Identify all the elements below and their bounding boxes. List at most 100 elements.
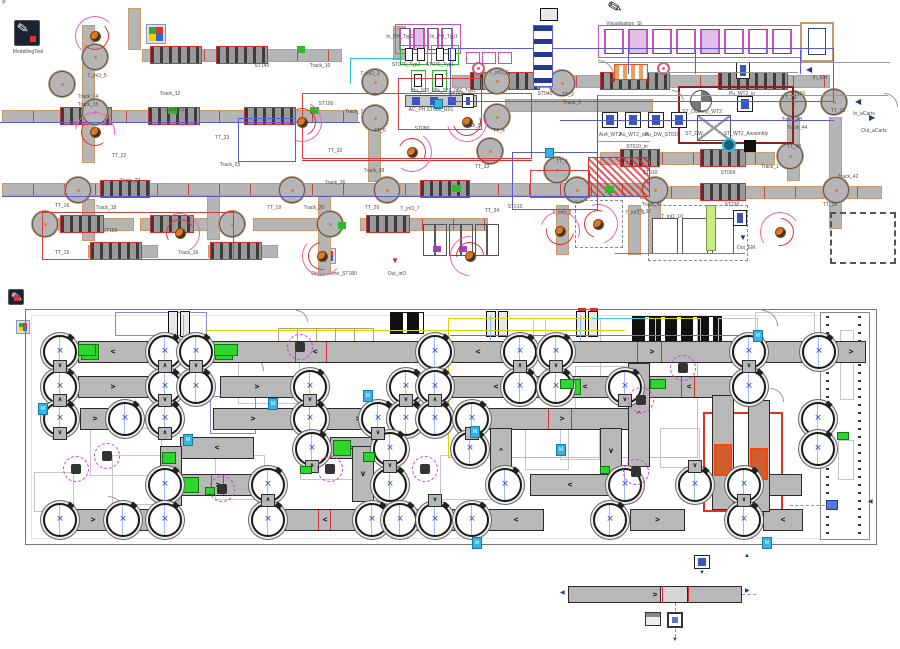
turntable[interactable] — [488, 468, 522, 502]
track-connector[interactable]: ∨ — [158, 394, 172, 407]
sensor-marker[interactable]: M — [470, 426, 480, 438]
machine[interactable] — [417, 48, 425, 61]
track-connector[interactable]: ∧ — [513, 360, 527, 373]
turntable[interactable] — [65, 177, 91, 203]
robot[interactable] — [670, 355, 696, 381]
turntable[interactable] — [418, 335, 452, 369]
turntable[interactable] — [484, 104, 510, 130]
turntable[interactable] — [503, 335, 537, 369]
turntable[interactable] — [732, 370, 766, 404]
station[interactable] — [366, 215, 410, 233]
track-horizontal[interactable] — [505, 99, 653, 112]
turntable[interactable] — [549, 70, 575, 96]
conveyor[interactable]: < — [180, 437, 254, 459]
conveyor[interactable]: < — [488, 509, 544, 531]
sensor-marker[interactable]: M — [472, 537, 482, 549]
robot[interactable] — [593, 219, 604, 230]
track-connector[interactable]: ∨ — [371, 427, 385, 440]
turntable[interactable] — [219, 211, 245, 237]
conveyor[interactable]: > — [568, 586, 742, 603]
Out_EM-port-arrow[interactable]: ▼ — [739, 233, 747, 242]
turntable[interactable] — [362, 105, 388, 131]
sensor-marker[interactable]: M — [556, 444, 566, 456]
robot[interactable] — [775, 227, 786, 238]
track-vertical[interactable] — [628, 205, 641, 255]
station[interactable] — [100, 180, 150, 198]
modtool-icon[interactable] — [8, 289, 24, 305]
robot[interactable] — [407, 147, 418, 158]
conveyor[interactable]: ^ — [490, 428, 512, 476]
turntable[interactable] — [678, 468, 712, 502]
grid-icon[interactable] — [16, 320, 30, 334]
track-connector[interactable]: ∨ — [399, 394, 413, 407]
turntable[interactable] — [251, 503, 285, 537]
track-connector[interactable]: ∧ — [158, 360, 172, 373]
turntable[interactable] — [455, 503, 489, 537]
track-horizontal[interactable] — [2, 183, 644, 196]
robot[interactable] — [287, 334, 313, 360]
station[interactable] — [700, 183, 746, 201]
track-connector[interactable]: ∨ — [53, 427, 67, 440]
highlighted-carrier[interactable] — [714, 444, 732, 476]
modtool-icon[interactable] — [14, 20, 40, 46]
turntable[interactable] — [564, 177, 590, 203]
track-connector[interactable]: ∨ — [737, 494, 751, 507]
robot[interactable] — [90, 31, 101, 42]
robot[interactable] — [317, 251, 328, 262]
sensor-marker[interactable]: M — [753, 330, 763, 342]
station[interactable] — [244, 107, 296, 125]
machine[interactable] — [405, 48, 413, 61]
turntable[interactable] — [43, 503, 77, 537]
track-vertical[interactable] — [128, 8, 141, 50]
turntable[interactable] — [418, 402, 452, 436]
machine[interactable] — [436, 48, 444, 61]
turntable[interactable] — [389, 402, 423, 436]
Out_inO-port-arrow[interactable]: ▼ — [391, 256, 399, 265]
turntable[interactable] — [823, 177, 849, 203]
io-port-arrow[interactable]: ◀ — [868, 499, 873, 505]
robot[interactable] — [628, 387, 654, 413]
turntable[interactable] — [373, 468, 407, 502]
track-connector[interactable]: ∨ — [549, 360, 563, 373]
machine[interactable] — [614, 64, 648, 80]
track-connector[interactable]: ∨ — [428, 494, 442, 507]
track-connector[interactable]: ∨ — [189, 360, 203, 373]
conveyor[interactable]: < — [763, 509, 803, 531]
io-port-arrow[interactable]: ▶ — [745, 588, 750, 594]
station[interactable] — [210, 242, 262, 260]
turntable[interactable] — [49, 71, 75, 97]
track-connector[interactable]: ∨ — [303, 394, 317, 407]
turntable[interactable] — [108, 402, 142, 436]
turntable[interactable] — [801, 432, 835, 466]
track-connector[interactable]: ∨ — [383, 460, 397, 473]
io-port-arrow[interactable]: ◀ — [560, 590, 565, 596]
turntable[interactable] — [484, 68, 510, 94]
station[interactable] — [700, 149, 746, 167]
sensor-marker[interactable]: M — [183, 434, 193, 446]
In_aCarts-port-arrow[interactable]: ◀ — [855, 97, 862, 106]
track-horizontal[interactable] — [253, 218, 325, 231]
track-connector[interactable]: ∧ — [53, 394, 67, 407]
station[interactable] — [150, 46, 202, 64]
io-port-arrow[interactable]: ▼ — [672, 637, 678, 643]
machine[interactable] — [414, 74, 422, 87]
turntable[interactable] — [503, 370, 537, 404]
printer-icon[interactable] — [645, 612, 661, 626]
machine[interactable] — [737, 96, 753, 112]
robot[interactable] — [623, 459, 649, 485]
robot[interactable] — [555, 226, 566, 237]
station[interactable] — [60, 215, 104, 233]
conveyor-segment[interactable] — [660, 586, 688, 603]
buffer-bar[interactable] — [533, 25, 553, 87]
station[interactable] — [216, 46, 268, 64]
turntable[interactable] — [821, 89, 847, 115]
buffer-icon[interactable] — [667, 612, 683, 628]
conveyor[interactable]: > — [213, 408, 293, 430]
track-connector[interactable]: ∨ — [742, 360, 756, 373]
grid-icon[interactable] — [146, 24, 166, 44]
robot-cyan[interactable] — [722, 138, 736, 152]
hall-robot[interactable] — [472, 62, 485, 75]
conveyor[interactable]: < — [452, 341, 504, 363]
turntable[interactable] — [374, 177, 400, 203]
